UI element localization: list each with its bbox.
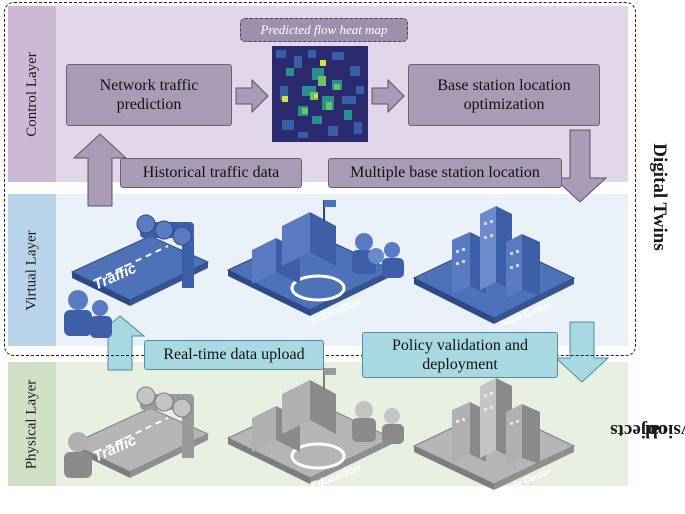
bs-location-optimization-box: Base station location optimization: [408, 64, 600, 126]
arrow-up-historical: [72, 133, 128, 207]
network-traffic-prediction-box: Network traffic prediction: [66, 64, 232, 126]
realtime-data-upload-box: Real-time data upload: [144, 340, 324, 370]
digital-twins-label: Digital Twins: [649, 143, 671, 251]
virtual-layer-tab: Virtual Layer: [8, 194, 56, 346]
policy-validation-box: Policy validation and deployment: [362, 332, 558, 378]
multiple-bs-location-box: Multiple base station location: [328, 158, 562, 188]
physical-trade-center-scene: [412, 378, 576, 490]
virtual-traffic-scene: [64, 214, 210, 338]
virtual-trade-center-scene: [412, 206, 576, 324]
predicted-flow-heatmap: [272, 46, 368, 142]
virtual-education-scene: [226, 200, 404, 316]
physical-layer-tab: Physical Layer: [8, 362, 56, 486]
arrow-to-heatmap: [235, 78, 269, 114]
arrow-down-policy: [554, 321, 610, 383]
historical-traffic-data-box: Historical traffic data: [120, 158, 302, 188]
physical-objects-label: Physicalobjects: [611, 380, 685, 480]
arrow-to-optimization: [371, 78, 405, 114]
heatmap-label: Predicted flow heat map: [240, 18, 408, 42]
physical-education-scene: [226, 368, 404, 484]
arrow-down-bs: [552, 129, 608, 203]
physical-objects-line2: objects: [610, 419, 668, 441]
physical-traffic-scene: [64, 386, 210, 478]
control-layer-tab: Control Layer: [8, 6, 56, 182]
